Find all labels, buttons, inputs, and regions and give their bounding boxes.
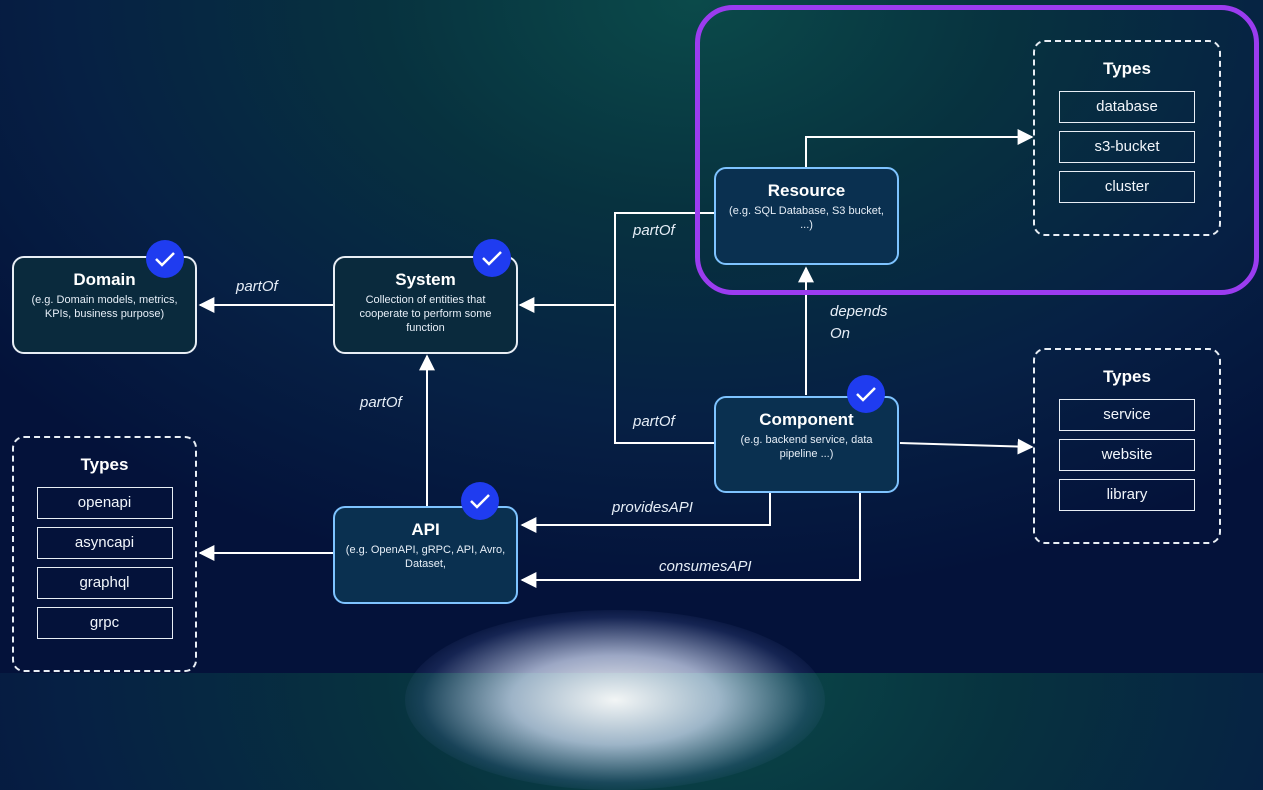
type-item-s3-bucket[interactable]: s3-bucket: [1059, 131, 1195, 163]
edge-resource-system: [518, 212, 714, 313]
type-item-service[interactable]: service: [1059, 399, 1195, 431]
resource-title: Resource: [767, 181, 846, 200]
resource-types-group: Types database s3-bucket cluster: [1033, 40, 1221, 236]
edge-label-provides-api: providesAPI: [612, 499, 693, 516]
edge-provides-api: [520, 493, 771, 533]
resource-highlight-frame: [695, 5, 1259, 295]
api-types-group: Types openapi asyncapi graphql grpc: [12, 436, 197, 672]
api-title: API: [411, 520, 440, 539]
edge-component-types: [899, 438, 1034, 455]
system-node[interactable]: System Collection of entities that coope…: [333, 256, 518, 354]
edge-label-system-domain: partOf: [236, 278, 278, 295]
edge-label-component-system: partOf: [633, 413, 675, 430]
resource-description: (e.g. SQL Database, S3 bucket, ...): [729, 205, 884, 231]
resource-node[interactable]: Resource (e.g. SQL Database, S3 bucket, …: [714, 167, 899, 265]
component-title: Component: [759, 410, 854, 429]
edge-label-resource-system: partOf: [633, 222, 675, 239]
checkmark-icon: [461, 482, 499, 520]
checkmark-icon: [847, 375, 885, 413]
component-description: (e.g. backend service, data pipeline ...…: [740, 434, 873, 460]
type-item-grpc[interactable]: grpc: [36, 607, 173, 639]
api-description: (e.g. OpenAPI, gRPC, API, Avro, Dataset,: [345, 544, 506, 570]
edge-label-api-system: partOf: [360, 394, 402, 411]
type-item-graphql[interactable]: graphql: [36, 567, 173, 599]
type-item-website[interactable]: website: [1059, 439, 1195, 471]
edge-resource-types: [805, 129, 1034, 168]
edge-label-consumes-api: consumesAPI: [659, 558, 752, 575]
edge-label-depends: depends: [830, 303, 888, 320]
types-title: Types: [1103, 59, 1151, 78]
edge-consumes-api: [520, 493, 861, 588]
type-item-asyncapi[interactable]: asyncapi: [36, 527, 173, 559]
type-item-library[interactable]: library: [1059, 479, 1195, 511]
connector-lines: [198, 129, 1034, 588]
domain-title: Domain: [73, 270, 136, 289]
system-description: Collection of entities that cooperate to…: [359, 294, 492, 334]
component-types-group: Types service website library: [1033, 348, 1221, 544]
edge-label-on: On: [830, 325, 851, 342]
checkmark-icon: [146, 240, 184, 278]
checkmark-icon: [473, 239, 511, 277]
system-title: System: [395, 270, 456, 289]
edge-component-system: [614, 305, 714, 444]
types-title: Types: [80, 455, 129, 474]
api-node[interactable]: API (e.g. OpenAPI, gRPC, API, Avro, Data…: [333, 506, 518, 604]
type-item-cluster[interactable]: cluster: [1059, 171, 1195, 203]
type-item-database[interactable]: database: [1059, 91, 1195, 123]
domain-description: (e.g. Domain models, metrics, KPIs, busi…: [31, 294, 178, 320]
type-item-openapi[interactable]: openapi: [36, 487, 173, 519]
types-title: Types: [1103, 367, 1151, 386]
